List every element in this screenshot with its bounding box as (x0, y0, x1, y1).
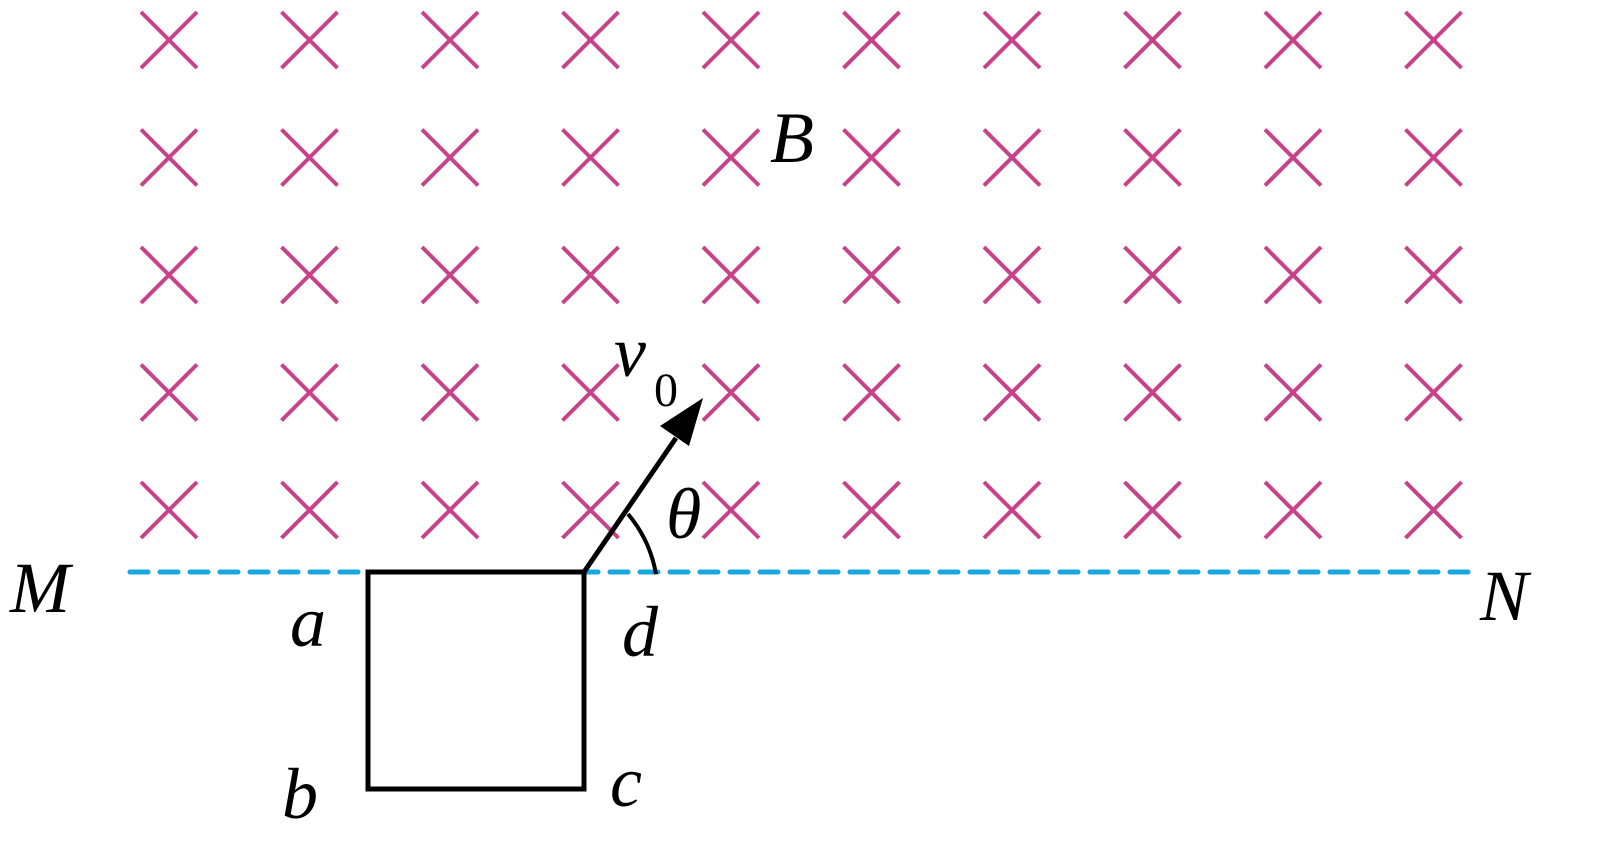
field-cross-mark (280, 480, 339, 540)
field-cross-mark (701, 363, 761, 422)
field-cross-mark (701, 128, 761, 187)
field-cross-mark (842, 480, 901, 540)
field-cross-mark (842, 363, 901, 422)
field-cross-mark (420, 128, 480, 187)
field-cross-mark (1263, 363, 1323, 422)
field-cross-mark (280, 10, 339, 70)
field-cross-mark (1404, 363, 1463, 422)
square-loop-abcd (365, 569, 587, 792)
field-cross-mark (1123, 245, 1182, 305)
field-cross-mark (1123, 480, 1182, 540)
field-cross-mark (420, 10, 480, 70)
field-cross-mark (139, 480, 199, 540)
field-label-b: B (770, 98, 814, 178)
field-cross-mark (1263, 245, 1323, 305)
field-cross-mark (561, 10, 620, 70)
angle-label-theta: θ (666, 474, 701, 554)
field-cross-mark (701, 480, 761, 540)
field-cross-mark (139, 128, 199, 187)
field-cross-mark (701, 10, 761, 70)
field-cross-mark (139, 363, 199, 422)
boundary-label-m: M (9, 548, 74, 628)
field-cross-mark (1123, 128, 1182, 187)
field-cross-mark (1123, 363, 1182, 422)
field-cross-mark (280, 363, 339, 422)
magnetic-field-marks (139, 10, 1463, 540)
field-cross-mark (701, 245, 761, 305)
corner-label-a: a (290, 582, 326, 662)
corner-label-c: c (610, 742, 642, 822)
boundary-label-n: N (1479, 556, 1532, 636)
field-cross-mark (842, 245, 901, 305)
velocity-label-v: v (614, 312, 646, 392)
velocity-label-subscript: 0 (654, 364, 678, 417)
field-cross-mark (561, 480, 620, 540)
field-cross-mark (1263, 128, 1323, 187)
field-cross-mark (420, 363, 480, 422)
field-cross-mark (1404, 10, 1463, 70)
field-cross-mark (561, 128, 620, 187)
corner-label-b: b (282, 754, 318, 834)
field-cross-mark (420, 245, 480, 305)
field-cross-mark (280, 128, 339, 187)
field-cross-mark (1404, 245, 1463, 305)
field-cross-mark (842, 128, 901, 187)
field-cross-mark (139, 10, 199, 70)
field-cross-mark (280, 245, 339, 305)
field-cross-mark (561, 363, 620, 422)
velocity-arrowhead (660, 398, 703, 446)
field-cross-mark (1404, 480, 1463, 540)
field-cross-mark (1404, 128, 1463, 187)
field-cross-mark (420, 480, 480, 540)
field-cross-mark (561, 245, 620, 305)
field-cross-mark (982, 480, 1042, 540)
velocity-vector-shaft (581, 436, 679, 574)
field-cross-mark (982, 10, 1042, 70)
field-cross-mark (1263, 10, 1323, 70)
field-cross-mark (982, 245, 1042, 305)
corner-label-d: d (622, 592, 659, 672)
field-cross-mark (982, 363, 1042, 422)
field-cross-mark (842, 10, 901, 70)
field-cross-mark (139, 245, 199, 305)
angle-arc-theta (626, 512, 658, 575)
field-cross-mark (1123, 10, 1182, 70)
field-cross-mark (1263, 480, 1323, 540)
field-cross-mark (982, 128, 1042, 187)
